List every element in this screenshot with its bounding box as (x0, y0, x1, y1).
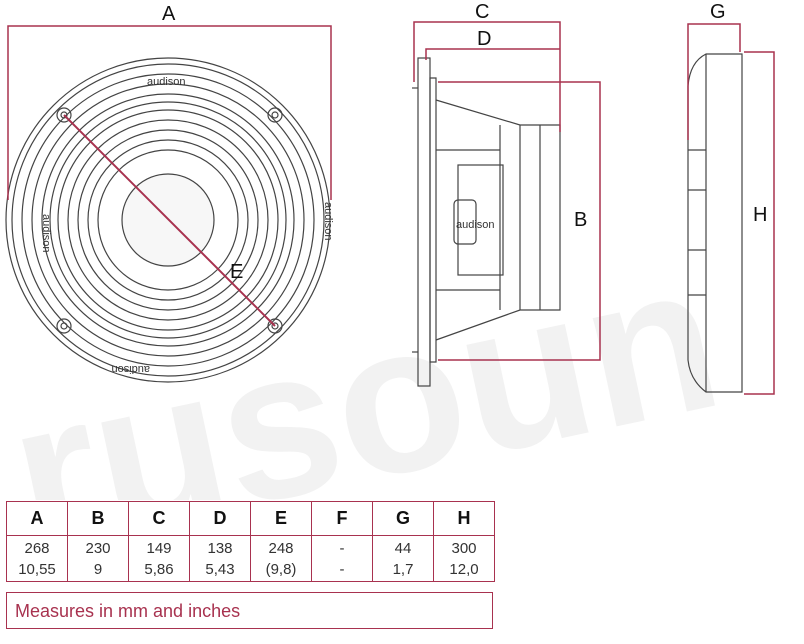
brand-left: audison (40, 214, 52, 253)
value-cell-a: 268 10,55 (6, 535, 68, 582)
dimension-h-label: H (753, 204, 767, 226)
value-cell-c: 149 5,86 (128, 535, 190, 582)
inch-value: 5,43 (205, 560, 235, 578)
mm-value: 300 (451, 539, 477, 557)
inch-value: (9,8) (265, 560, 297, 578)
dimension-c-label: C (475, 1, 489, 23)
dimension-a-label: A (162, 3, 176, 25)
mm-value: 44 (394, 539, 412, 557)
units-note: Measures in mm and inches (6, 592, 493, 629)
dimension-b-label: B (574, 209, 587, 231)
header-g: G (372, 501, 434, 536)
dimension-c-line (413, 21, 561, 132)
header-a: A (6, 501, 68, 536)
header-b: B (67, 501, 129, 536)
inch-value: 1,7 (392, 560, 414, 578)
inch-value: - (339, 560, 345, 578)
dimension-a-line (7, 25, 332, 200)
value-cell-h: 300 12,0 (433, 535, 495, 582)
brand-bottom: audison (111, 363, 150, 375)
value-cell-e: 248 (9,8) (250, 535, 312, 582)
speaker-dimension-drawing: rusoun audison audison audison audison A… (0, 1, 775, 500)
dimension-d-label: D (477, 28, 491, 50)
side-view (412, 57, 561, 387)
mm-value: 149 (146, 539, 172, 557)
mm-value: 268 (24, 539, 50, 557)
header-d: D (189, 501, 251, 536)
value-cell-f: -- (311, 535, 373, 582)
inch-value: 5,86 (144, 560, 174, 578)
header-f: F (311, 501, 373, 536)
brand-right: audison (322, 202, 334, 241)
mm-value: 138 (207, 539, 233, 557)
header-c: C (128, 501, 190, 536)
dimension-e-line (63, 114, 276, 327)
dimension-h-line (744, 51, 775, 395)
inch-value: 12,0 (449, 560, 479, 578)
table-header-row: A B C D E F G H (6, 501, 495, 536)
inch-value: 10,55 (18, 560, 56, 578)
dimension-g-line (687, 23, 741, 140)
header-h: H (433, 501, 495, 536)
dimension-d-line (425, 48, 560, 60)
inch-value: 9 (93, 560, 103, 578)
header-e: E (250, 501, 312, 536)
dimension-g-label: G (710, 1, 726, 23)
profile-view (687, 53, 743, 393)
value-cell-d: 138 5,43 (189, 535, 251, 582)
dimension-e-label: E (230, 261, 243, 283)
brand-side: audison (456, 219, 495, 231)
mm-value: - (339, 539, 345, 557)
dimension-b-line (438, 81, 601, 361)
mm-value: 248 (268, 539, 294, 557)
brand-top: audison (147, 76, 186, 88)
mm-value: 230 (85, 539, 111, 557)
